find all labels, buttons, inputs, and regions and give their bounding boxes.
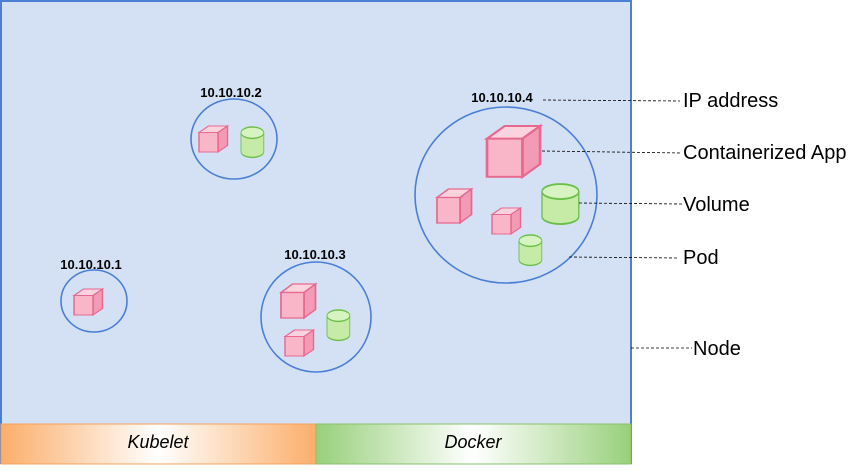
container-app-icon bbox=[73, 288, 104, 316]
leader-app bbox=[541, 150, 683, 154]
legend-containerized-app: Containerized App bbox=[683, 142, 846, 164]
legend: IP address Containerized App Volume Pod … bbox=[683, 90, 846, 360]
pod-circle bbox=[260, 261, 372, 373]
leader-lines bbox=[541, 99, 692, 349]
container-app-icon bbox=[280, 283, 317, 319]
docker-label: Docker bbox=[444, 432, 502, 452]
container-app-icon bbox=[491, 207, 522, 235]
kubelet-bar: Kubelet bbox=[0, 423, 317, 465]
legend-node: Node bbox=[693, 338, 741, 360]
docker-bar: Docker bbox=[315, 423, 632, 465]
container-app-icon bbox=[485, 124, 542, 179]
pod-ip-label: 10.10.10.3 bbox=[284, 247, 345, 262]
legend-pod: Pod bbox=[683, 247, 719, 269]
pod-ip-label: 10.10.10.2 bbox=[200, 85, 261, 100]
leader-volume bbox=[578, 202, 683, 205]
legend-ip-address: IP address bbox=[683, 90, 778, 112]
pod-1: 10.10.10.1 bbox=[60, 257, 128, 333]
pod-circle bbox=[414, 106, 598, 284]
pod-circle bbox=[190, 98, 278, 180]
volume-icon bbox=[240, 126, 265, 159]
pod-4: 10.10.10.4 bbox=[414, 90, 598, 284]
pod-ip-label: 10.10.10.1 bbox=[60, 257, 121, 272]
pod-2: 10.10.10.2 bbox=[190, 85, 278, 180]
container-app-icon bbox=[284, 329, 315, 357]
leader-ip bbox=[542, 99, 681, 102]
pod-circle bbox=[60, 269, 128, 333]
leader-pod bbox=[568, 256, 679, 259]
volume-icon bbox=[518, 234, 543, 267]
legend-volume: Volume bbox=[683, 194, 750, 216]
container-app-icon bbox=[198, 125, 229, 153]
pod-3: 10.10.10.3 bbox=[260, 247, 372, 373]
volume-icon bbox=[326, 309, 351, 342]
kubelet-label: Kubelet bbox=[127, 432, 189, 452]
volume-icon bbox=[541, 183, 580, 225]
container-app-icon bbox=[436, 188, 473, 224]
node-box bbox=[0, 0, 632, 464]
pod-ip-label: 10.10.10.4 bbox=[471, 90, 533, 105]
